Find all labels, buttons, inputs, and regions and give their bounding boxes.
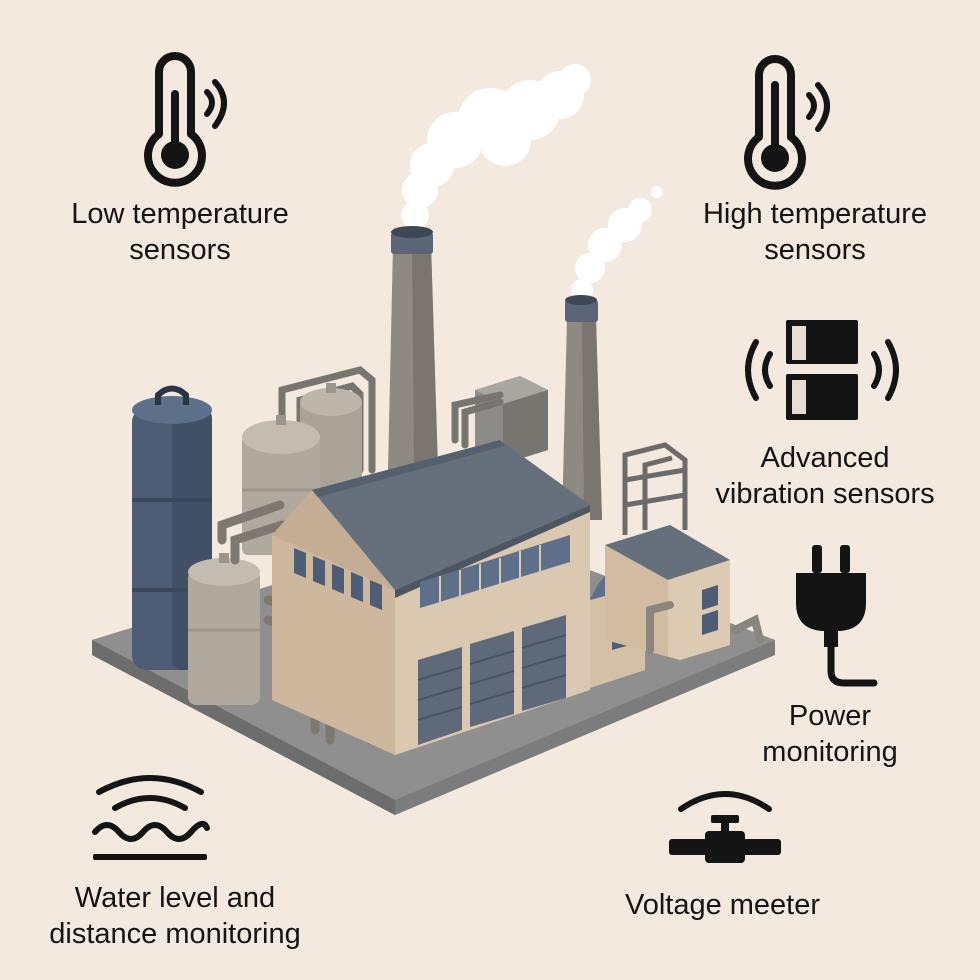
power-plug-icon xyxy=(796,545,878,687)
side-building xyxy=(605,442,730,660)
label-water-level-line1: Water level and xyxy=(74,882,276,914)
label-vibration-line2: vibration sensors xyxy=(715,478,935,510)
chimney-short xyxy=(562,295,602,520)
label-high-temperature: High temperature sensors xyxy=(665,196,965,268)
label-low-temperature-line2: sensors xyxy=(129,234,231,266)
label-water-level: Water level and distance monitoring xyxy=(15,880,335,952)
steam-cloud-small xyxy=(571,186,663,301)
label-voltage-line1: Voltage meeter xyxy=(624,889,821,921)
thermometer-icon xyxy=(744,55,830,190)
label-water-level-line2: distance monitoring xyxy=(49,918,301,950)
storage-tank-small xyxy=(188,553,260,705)
label-high-temperature-line1: High temperature xyxy=(702,198,928,230)
label-vibration-line1: Advanced xyxy=(760,442,890,474)
label-voltage: Voltage meeter xyxy=(580,887,865,923)
label-vibration: Advanced vibration sensors xyxy=(680,440,970,512)
chimney-tall xyxy=(388,226,438,470)
main-building xyxy=(272,440,590,755)
valve-meter-icon xyxy=(669,791,781,863)
water-level-icon xyxy=(92,775,210,860)
label-low-temperature-line1: Low temperature xyxy=(71,198,289,230)
steam-cloud-large xyxy=(401,64,591,229)
label-power-line1: Power xyxy=(788,700,872,732)
thermometer-icon xyxy=(144,52,227,187)
label-power-line2: monitoring xyxy=(762,736,898,768)
label-power: Power monitoring xyxy=(700,698,960,770)
vibration-sensor-icon xyxy=(745,320,899,420)
label-low-temperature: Low temperature sensors xyxy=(30,196,330,268)
pipes-right xyxy=(646,601,764,654)
label-high-temperature-line2: sensors xyxy=(764,234,866,266)
